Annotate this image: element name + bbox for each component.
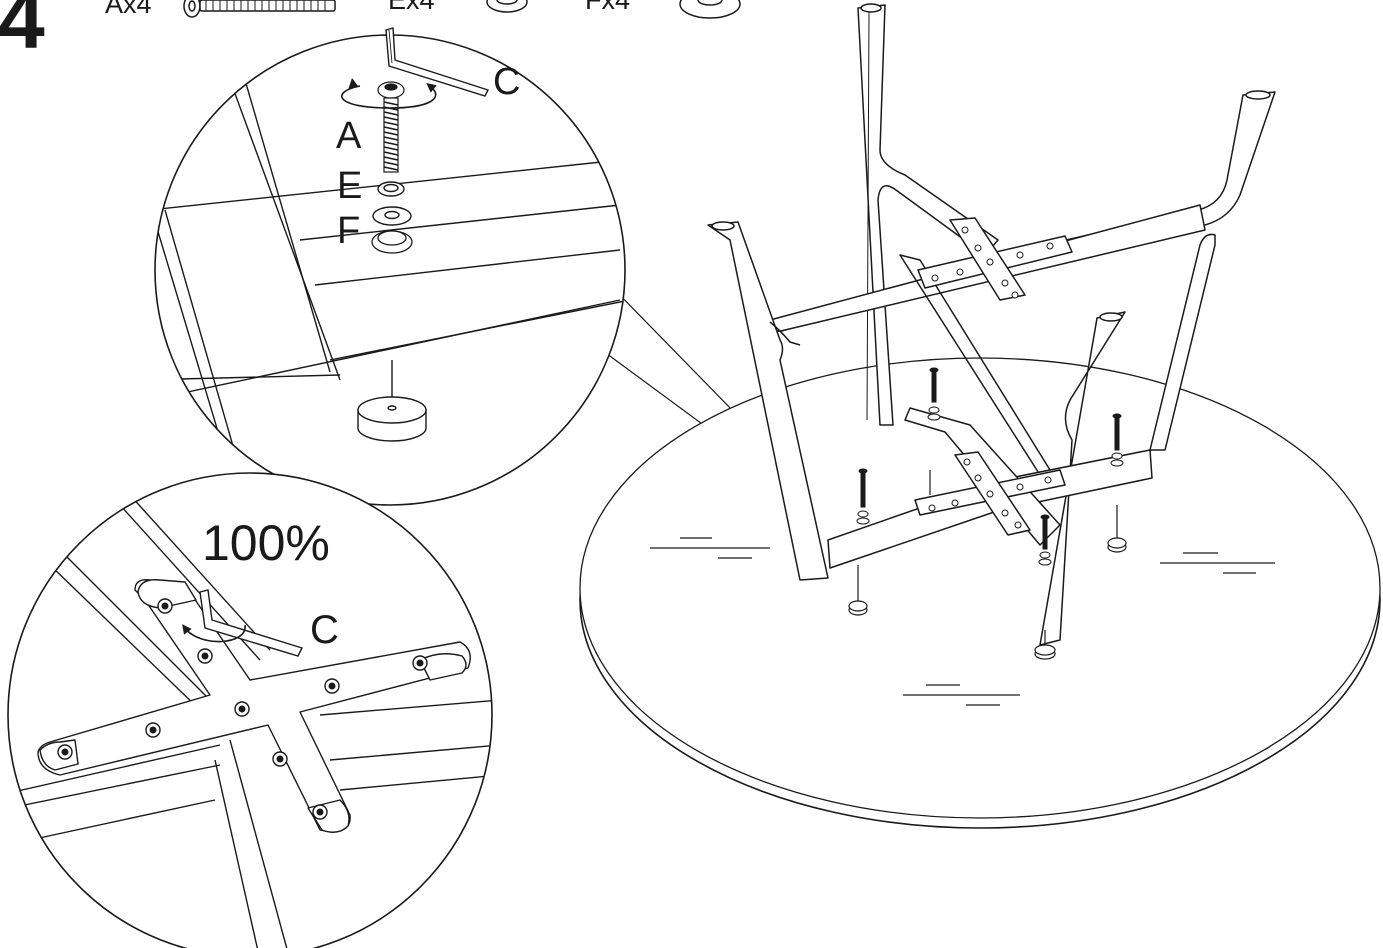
part-label-f: F: [337, 210, 360, 252]
rotate-arrow-icon: [182, 624, 246, 643]
hex-key-icon: [199, 589, 303, 657]
leg-pads: [848, 470, 1127, 660]
parts-list: Ax4 Ex4 Fx4: [105, 0, 741, 19]
flat-washer-icon: [372, 206, 412, 226]
rotate-arrow-icon: [341, 82, 437, 109]
lock-washer-icon: [486, 0, 528, 13]
detail-circle-top: C A E F: [154, 27, 626, 506]
bolt-icon: [183, 0, 336, 18]
bolts-assembly: [856, 367, 1124, 566]
flat-washer-icon: [679, 0, 741, 19]
hex-key-icon: [385, 27, 489, 97]
detail-circle-bottom: 100% C: [7, 472, 493, 948]
round-tabletop: [579, 357, 1381, 829]
lock-washer-icon: [377, 181, 405, 197]
bolt-hole: [371, 230, 413, 254]
part-label-e: E: [337, 165, 362, 207]
part-a-count: Ax4: [105, 0, 152, 19]
tool-label-c-top: C: [493, 61, 520, 103]
step-number: 4: [0, 0, 45, 66]
tightness-label: 100%: [202, 515, 330, 571]
part-e-count: Ex4: [388, 0, 435, 15]
part-label-a: A: [336, 115, 362, 157]
table-frame: [707, 3, 1276, 646]
foot-pad-icon: [357, 360, 427, 442]
part-f-count: Fx4: [585, 0, 630, 15]
tool-label-c-bottom: C: [310, 608, 339, 652]
